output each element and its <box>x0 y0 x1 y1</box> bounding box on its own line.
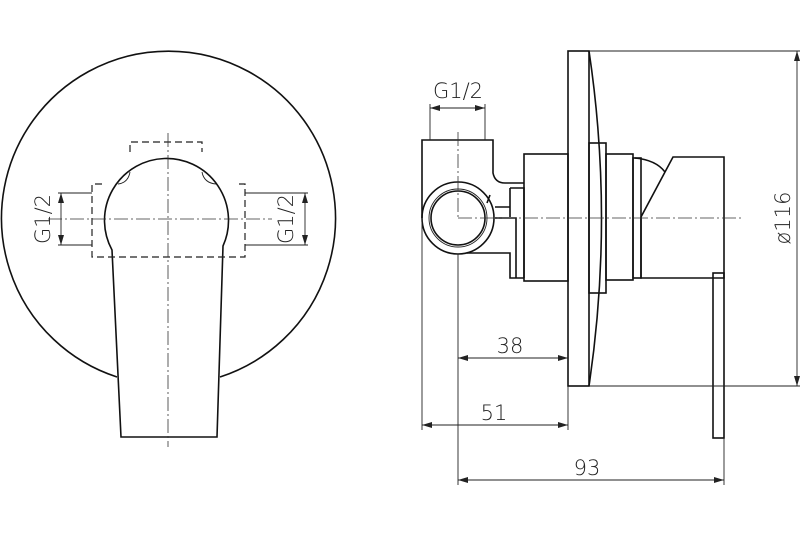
cover-plate-circle <box>0 50 337 378</box>
cover-plate-curve <box>588 50 603 387</box>
valve-body <box>523 153 569 282</box>
hidden-arc-left <box>117 171 131 185</box>
dim-plate-diameter-label: ø116 <box>771 192 795 245</box>
dim-inlet-label: G1/2 <box>433 79 483 103</box>
inlet-fitting <box>421 139 525 279</box>
dim-depth-inlet-label: 38 <box>497 334 524 358</box>
hidden-inlets-side <box>91 183 246 258</box>
dim-depth-body-label: 51 <box>481 401 508 425</box>
handle-outline <box>103 157 230 438</box>
dim-total-label: 93 <box>574 456 601 480</box>
front-view: G1/2 G1/2 <box>0 50 337 447</box>
side-view: G1/2 ø116 38 51 93 <box>421 50 800 485</box>
lever <box>712 272 725 439</box>
cover-plate <box>567 50 590 387</box>
hidden-arc-right <box>201 171 217 185</box>
handle-neck-curve <box>634 157 666 173</box>
dim-left-label: G1/2 <box>31 194 55 244</box>
handle-side <box>640 156 725 279</box>
dim-right-label: G1/2 <box>274 194 298 244</box>
hidden-inlet-top <box>129 141 203 152</box>
cartridge-sleeve <box>605 153 634 281</box>
